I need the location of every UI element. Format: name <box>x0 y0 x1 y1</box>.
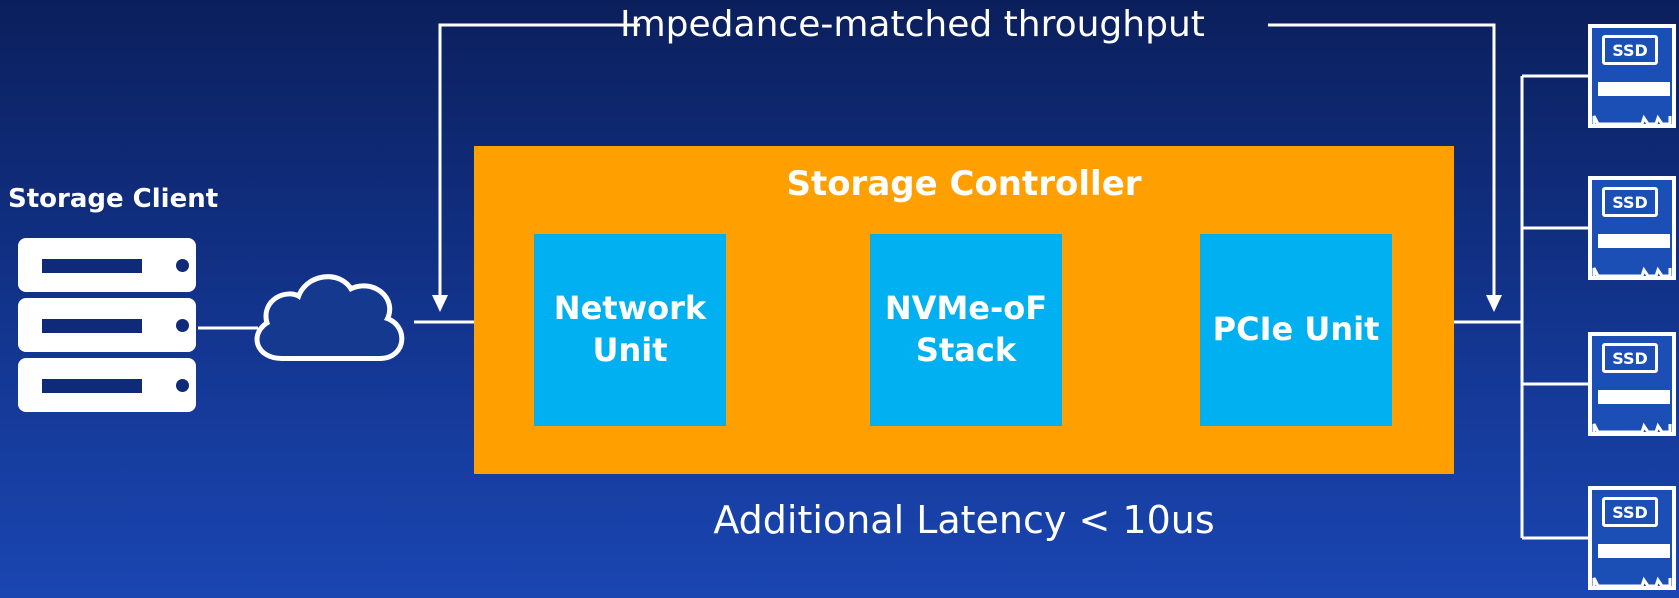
cloud-icon-inner <box>259 279 400 356</box>
latency-note: Additional Latency < 10us <box>713 498 1215 542</box>
ssd-label: SSD <box>1602 343 1658 373</box>
ssd-label: SSD <box>1602 187 1658 217</box>
server-unit <box>18 298 196 352</box>
ssd-connector <box>1592 576 1672 588</box>
server-unit <box>18 238 196 292</box>
ssd-connector <box>1592 422 1672 434</box>
network-unit: Network Unit <box>534 234 726 426</box>
storage-client-label: Storage Client <box>8 184 219 214</box>
ssd-connector <box>1592 266 1672 278</box>
pcie-unit: PCIe Unit <box>1200 234 1392 426</box>
arrow-head-left <box>432 295 448 312</box>
arrow-head-right <box>1486 295 1502 312</box>
nvme-of-stack-label: NVMe-oF Stack <box>884 289 1048 369</box>
throughput-bracket-left <box>438 23 640 298</box>
ssd-label: SSD <box>1602 35 1658 65</box>
throughput-bracket-right <box>1268 23 1496 298</box>
ssd-icon: SSD <box>1588 486 1676 590</box>
ssd-icon: SSD <box>1588 24 1676 128</box>
storage-controller: Storage Controller Network Unit NVMe-oF … <box>474 146 1454 474</box>
storage-controller-title: Storage Controller <box>786 164 1142 204</box>
pcie-unit-label: PCIe Unit <box>1212 310 1380 349</box>
network-unit-label: Network Unit <box>553 289 707 369</box>
ssd-connector <box>1592 114 1672 126</box>
ssd-label: SSD <box>1602 497 1658 527</box>
ssd-icon: SSD <box>1588 176 1676 280</box>
ssd-icon: SSD <box>1588 332 1676 436</box>
throughput-annotation: Impedance-matched throughput <box>620 4 1205 45</box>
server-unit <box>18 358 196 412</box>
nvme-of-stack: NVMe-oF Stack <box>870 234 1062 426</box>
